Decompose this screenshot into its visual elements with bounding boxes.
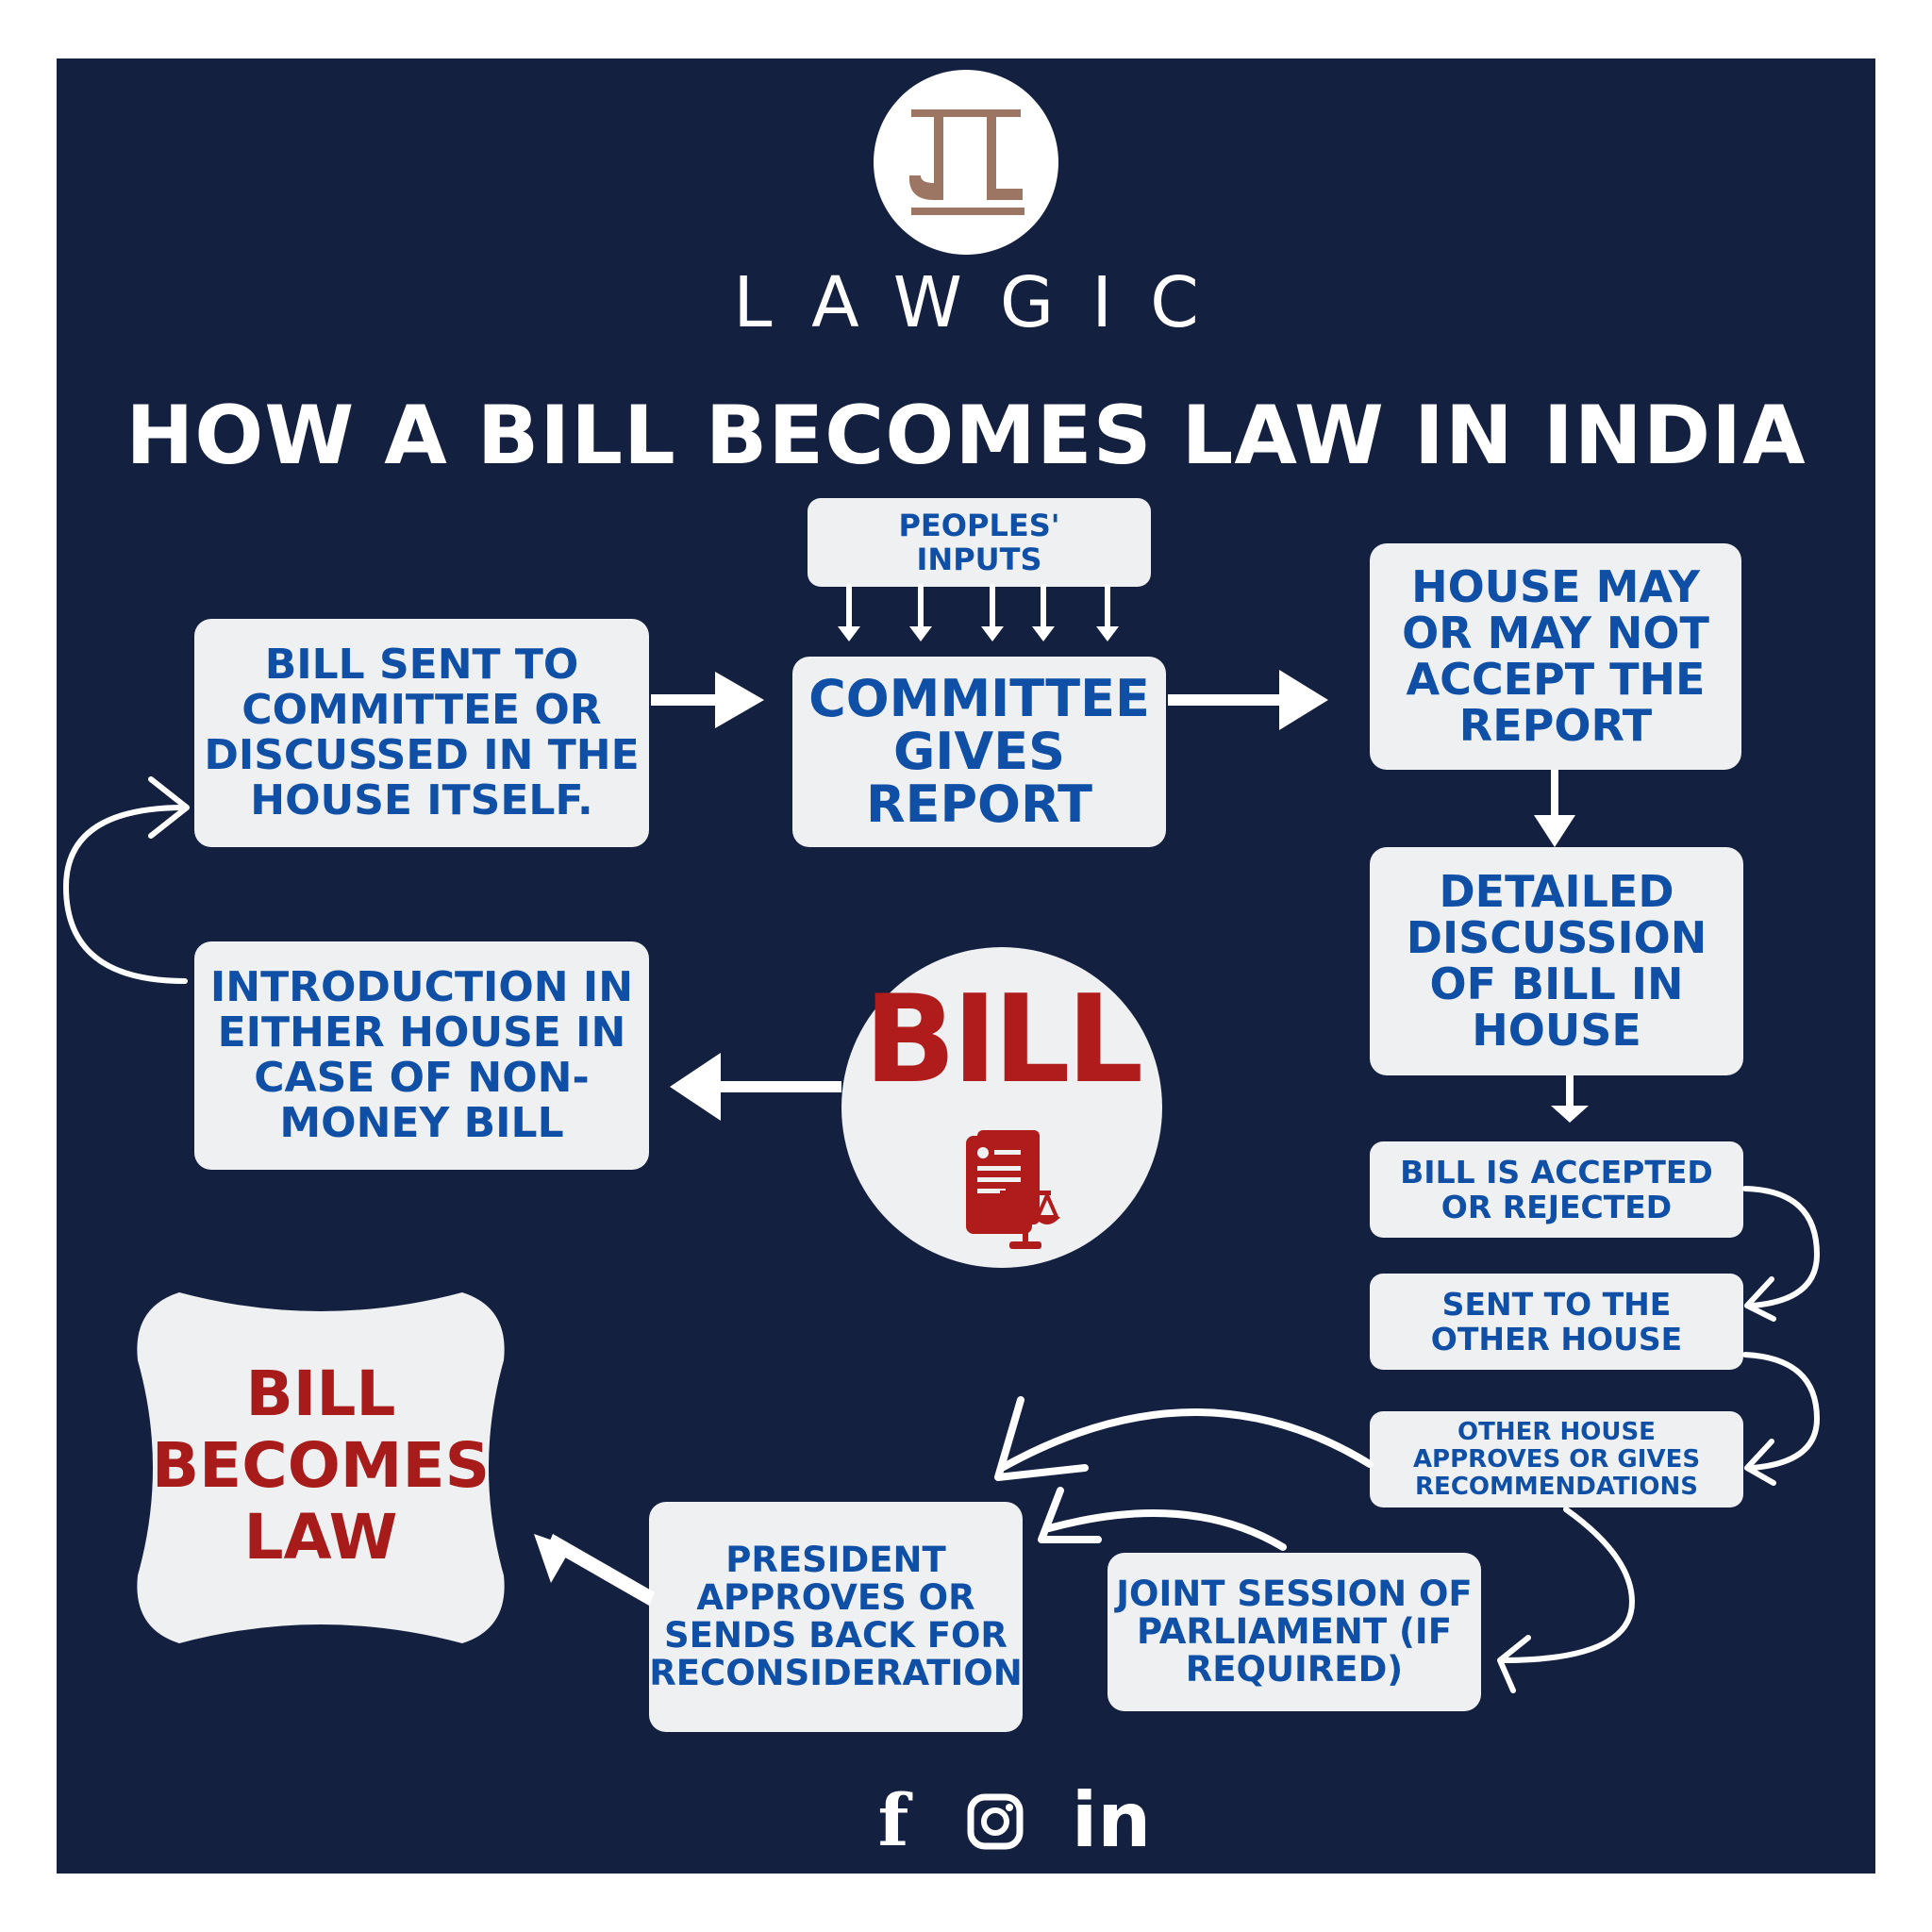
introduction-line: EITHER HOUSE IN: [217, 1008, 626, 1057]
logo-badge: [874, 70, 1058, 255]
arrow-shaft: [1168, 694, 1287, 706]
bill-becomes-law-plaque: [137, 1292, 505, 1643]
law-line: BILL: [245, 1357, 396, 1430]
law-line: LAW: [243, 1501, 398, 1574]
other-house-approves-line: OTHER HOUSE: [1457, 1417, 1656, 1446]
committee-report-line: REPORT: [866, 774, 1092, 834]
introduction-line: MONEY BILL: [279, 1099, 564, 1147]
instagram-icon[interactable]: [966, 1792, 1024, 1851]
house-accept-line: REPORT: [1458, 700, 1653, 751]
arrow-shaft: [1566, 1075, 1574, 1108]
arrow-head: [670, 1053, 721, 1121]
president-line: PRESIDENT: [725, 1540, 946, 1580]
committee-sent-line: DISCUSSED IN THE: [204, 731, 640, 779]
committee-report-box: COMMITTEE GIVES REPORT: [792, 657, 1166, 847]
curve-arrow-head: [994, 1396, 1089, 1481]
detailed-discussion-line: DISCUSSION: [1406, 912, 1707, 963]
curve-arrow-head: [1038, 1487, 1102, 1543]
other-house-box: SENT TO THE OTHER HOUSE: [1370, 1274, 1743, 1370]
introduction-line: INTRODUCTION IN: [209, 963, 634, 1011]
facebook-icon[interactable]: f: [877, 1777, 909, 1862]
law-line: BECOMES: [151, 1429, 491, 1502]
committee-sent-line: BILL SENT TO: [264, 641, 579, 689]
legal-document-scales-icon: [966, 1130, 1060, 1249]
arrow-shaft: [651, 694, 717, 706]
joint-session-line: JOINT SESSION OF: [1116, 1574, 1473, 1614]
joint-session-line: PARLIAMENT (IF: [1137, 1611, 1452, 1652]
arrow-shaft: [1551, 770, 1558, 819]
accepted-rejected-line: OR REJECTED: [1441, 1189, 1673, 1225]
committee-sent-box: BILL SENT TO COMMITTEE OR DISCUSSED IN T…: [194, 619, 649, 847]
other-house-line: SENT TO THE: [1441, 1286, 1672, 1323]
peoples-inputs-box: PEOPLES' INPUTS: [808, 498, 1151, 587]
brand-name: LAWGIC: [733, 262, 1237, 343]
bill-becomes-law-text: BILL BECOMES LAW: [132, 1358, 509, 1574]
house-accept-box: HOUSE MAY OR MAY NOT ACCEPT THE REPORT: [1370, 543, 1741, 770]
curve-arrow: [1045, 1509, 1287, 1551]
peoples-inputs-line: PEOPLES': [898, 508, 1060, 543]
committee-sent-line: COMMITTEE OR: [242, 686, 602, 734]
committee-report-line: COMMITTEE: [808, 669, 1150, 728]
curve-arrow: [998, 1408, 1374, 1472]
president-line: RECONSIDERATION: [649, 1653, 1023, 1693]
input-arrow-head: [838, 626, 860, 641]
arrow-head: [715, 672, 764, 728]
loop-arrow: [63, 805, 188, 984]
house-accept-line: OR MAY NOT: [1402, 608, 1709, 658]
introduction-box: INTRODUCTION IN EITHER HOUSE IN CASE OF …: [194, 941, 649, 1170]
accepted-rejected-box: BILL IS ACCEPTED OR REJECTED: [1370, 1141, 1743, 1238]
curve-arrow-head: [1744, 1439, 1776, 1486]
house-accept-line: HOUSE MAY: [1411, 561, 1700, 612]
input-arrow-head: [909, 626, 932, 641]
joint-session-line: REQUIRED): [1185, 1649, 1404, 1690]
loop-arrow-head: [148, 776, 190, 839]
committee-sent-line: HOUSE ITSELF.: [250, 776, 593, 824]
president-line: APPROVES OR: [696, 1577, 975, 1618]
joint-session-box: JOINT SESSION OF PARLIAMENT (IF REQUIRED…: [1108, 1553, 1481, 1711]
linkedin-icon[interactable]: in: [1071, 1775, 1152, 1864]
arrow-head: [1534, 815, 1575, 847]
detailed-discussion-line: DETAILED: [1439, 866, 1674, 917]
arrow-shaft: [717, 1081, 841, 1092]
other-house-line: OTHER HOUSE: [1430, 1321, 1683, 1357]
detailed-discussion-box: DETAILED DISCUSSION OF BILL IN HOUSE: [1370, 847, 1743, 1075]
input-arrow-head: [1032, 626, 1055, 641]
detailed-discussion-line: OF BILL IN: [1429, 958, 1684, 1009]
president-line: SENDS BACK FOR: [664, 1615, 1008, 1656]
detailed-discussion-line: HOUSE: [1472, 1005, 1641, 1056]
input-arrow-head: [981, 626, 1004, 641]
bill-center-label: BILL: [863, 970, 1143, 1110]
other-house-approves-box: OTHER HOUSE APPROVES OR GIVES RECOMMENDA…: [1370, 1411, 1743, 1507]
accepted-rejected-line: BILL IS ACCEPTED: [1400, 1154, 1713, 1191]
input-arrow-head: [1096, 626, 1119, 641]
page-title: HOW A BILL BECOMES LAW IN INDIA: [125, 389, 1807, 483]
president-box: PRESIDENT APPROVES OR SENDS BACK FOR REC…: [649, 1502, 1023, 1732]
curve-arrow: [1742, 1186, 1820, 1308]
committee-report-line: GIVES: [892, 722, 1065, 781]
arrow-head: [1279, 670, 1328, 730]
curve-arrow-head: [1497, 1635, 1531, 1693]
arrow-head: [534, 1534, 572, 1583]
curve-arrow: [1742, 1352, 1820, 1471]
arrow-shaft: [547, 1534, 655, 1606]
peoples-inputs-line: INPUTS: [916, 541, 1042, 577]
house-accept-line: ACCEPT THE: [1406, 654, 1706, 705]
other-house-approves-line: RECOMMENDATIONS: [1415, 1472, 1698, 1501]
arrow-head: [1551, 1106, 1589, 1123]
introduction-line: CASE OF NON-: [254, 1054, 590, 1102]
logo-monogram-icon: [909, 109, 1024, 215]
curve-arrow-head: [1744, 1276, 1776, 1322]
other-house-approves-line: APPROVES OR GIVES: [1412, 1444, 1701, 1474]
curve-arrow: [1499, 1507, 1635, 1663]
